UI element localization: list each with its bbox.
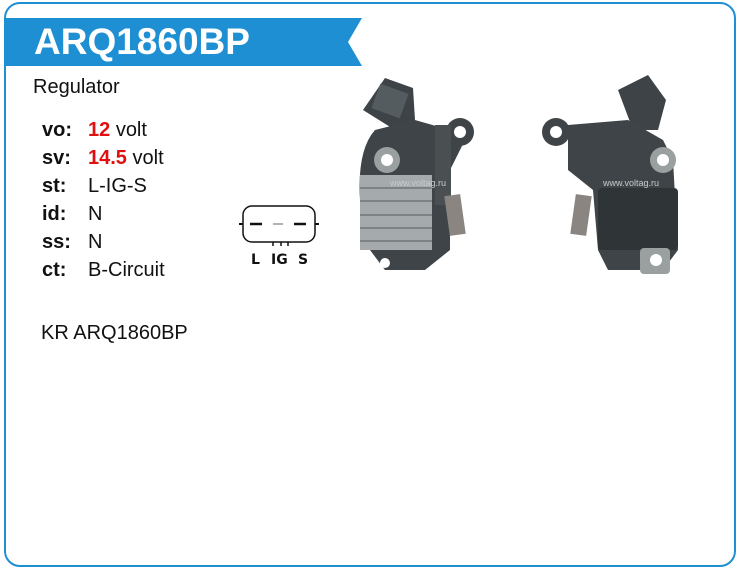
spec-row-ct: ct: B-Circuit [42,256,165,284]
pin-label-s: S [298,252,308,268]
spec-key: id: [42,203,67,225]
pin-label-ig: IG [271,252,288,268]
spec-unit: volt [132,147,164,169]
spec-key: st: [42,175,67,197]
spec-value: N [88,231,103,253]
banner-shape [6,18,362,66]
spec-value: 14.5 [88,147,127,169]
product-title: ARQ1860BP [34,21,250,62]
spec-row-ss: ss: N [42,228,165,256]
spec-value: B-Circuit [88,259,165,281]
spec-value: N [88,203,103,225]
spec-row-id: id: N [42,200,165,228]
spec-key: ct: [42,259,67,281]
cross-reference: KR ARQ1860BP [41,322,188,344]
pin-label-l: L [251,252,260,268]
regulator-photo-front: www.voltag.ru [359,78,474,270]
spec-key: vo: [42,119,72,141]
spec-row-vo: vo: 12 volt [42,116,165,144]
spec-key: ss: [42,231,71,253]
spec-value: L-IG-S [88,175,147,197]
spec-list: vo: 12 volt sv: 14.5 volt st: L-IG-S id: N s… [42,116,165,284]
spec-row-st: st: L-IG-S [42,172,165,200]
spec-row-sv: sv: 14.5 volt [42,144,165,172]
spec-value: 12 [88,119,111,141]
product-type: Regulator [33,76,120,98]
connector-diagram: L IG S [239,205,319,268]
watermark-text: www.voltag.ru [602,178,659,188]
watermark-text: www.voltag.ru [389,178,446,188]
title-banner: ARQ1860BP [6,18,362,66]
product-card [4,2,736,567]
regulator-photo-back: www.voltag.ru [542,75,678,274]
spec-unit: volt [115,119,147,141]
spec-key: sv: [42,147,71,169]
